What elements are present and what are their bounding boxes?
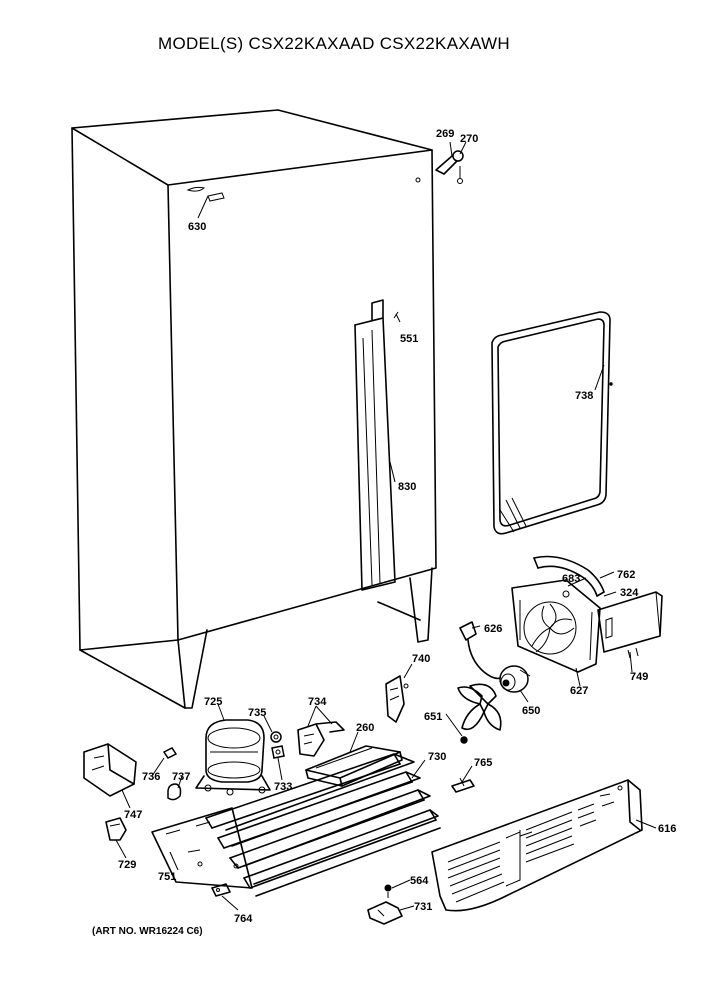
label-736: 736 [142, 771, 160, 783]
fan-motor [499, 665, 531, 693]
label-683: 683 [562, 573, 580, 585]
screw-and-foot [367, 884, 403, 925]
label-733: 733 [274, 781, 292, 793]
label-729: 729 [118, 859, 136, 871]
clip [105, 817, 127, 841]
label-747: 747 [124, 809, 142, 821]
label-737: 737 [172, 771, 190, 783]
overload-relay [385, 675, 409, 723]
label-830: 830 [398, 481, 416, 493]
label-730: 730 [428, 751, 446, 763]
label-626: 626 [484, 623, 502, 635]
condenser-fan-shroud [511, 579, 601, 673]
part-labels: 269 270 630 551 738 830 762 683 324 626 … [118, 128, 676, 925]
base-pan [151, 807, 253, 889]
label-651: 651 [424, 711, 442, 723]
mounting-bracket [83, 743, 137, 797]
label-765: 765 [474, 757, 492, 769]
label-738: 738 [575, 390, 593, 402]
door-gasket [491, 311, 613, 535]
label-731: 731 [414, 901, 432, 913]
label-751: 751 [158, 871, 176, 883]
label-735: 735 [248, 707, 266, 719]
electronic-control-board [597, 591, 663, 659]
label-740: 740 [412, 653, 430, 665]
label-324: 324 [620, 587, 639, 599]
label-260: 260 [356, 722, 374, 734]
diagram-title: MODEL(S) CSX22KAXAAD CSX22KAXAWH [158, 34, 510, 53]
art-number: (ART NO. WR16224 C6) [92, 926, 203, 937]
condenser-coil [205, 753, 441, 897]
label-616: 616 [658, 823, 676, 835]
fan-blade [457, 683, 502, 744]
start-relay [297, 721, 345, 757]
label-734: 734 [308, 696, 327, 708]
power-cord [459, 621, 501, 680]
label-627: 627 [570, 685, 588, 697]
label-270: 270 [460, 133, 478, 145]
leveling-clip [211, 883, 231, 897]
drain-tube [533, 555, 605, 597]
label-749: 749 [630, 671, 648, 683]
label-630: 630 [188, 221, 206, 233]
small-fasteners [162, 731, 285, 801]
label-551: 551 [400, 333, 418, 345]
label-650: 650 [522, 705, 540, 717]
toe-grille [431, 779, 643, 912]
label-725: 725 [204, 696, 222, 708]
compressor [195, 719, 271, 796]
top-hinge-parts [435, 150, 464, 184]
leader-lines [115, 141, 657, 911]
label-269: 269 [436, 128, 454, 140]
label-762: 762 [617, 569, 635, 581]
label-564: 564 [410, 875, 429, 887]
cabinet [71, 109, 437, 709]
drain-pan [305, 745, 403, 787]
center-mullion [354, 299, 399, 591]
label-764: 764 [234, 913, 253, 925]
